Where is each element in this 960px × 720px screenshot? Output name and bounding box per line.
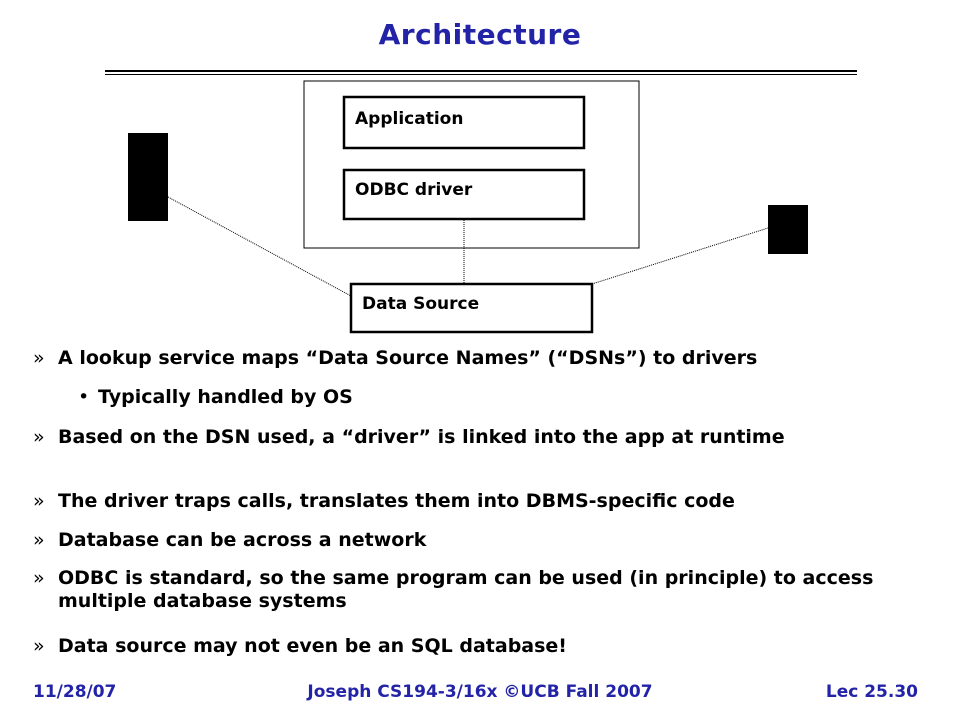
data-source-box xyxy=(349,282,594,334)
page-title: Architecture xyxy=(378,18,582,51)
bullet-text: The driver traps calls, translates them … xyxy=(58,490,735,512)
bullet-item: » Based on the DSN used, a “driver” is l… xyxy=(33,426,923,449)
sub-bullet-marker: • xyxy=(78,386,90,408)
odbc-driver-label: ODBC driver xyxy=(355,180,473,200)
sub-bullet-text: Typically handled by OS xyxy=(98,386,353,408)
title-rule-thin xyxy=(105,74,857,75)
odbc-driver-box xyxy=(342,168,586,221)
bullet-item: » Database can be across a network xyxy=(33,529,923,552)
bullet-text: ODBC is standard, so the same program ca… xyxy=(58,567,874,612)
bullet-marker: » xyxy=(33,567,45,589)
bullet-text: Database can be across a network xyxy=(58,529,427,551)
bullet-text: A lookup service maps “Data Source Names… xyxy=(58,347,758,369)
bullet-marker: » xyxy=(33,635,45,657)
bullet-text: Data source may not even be an SQL datab… xyxy=(58,635,567,657)
bullet-item: » A lookup service maps “Data Source Nam… xyxy=(33,347,923,370)
bullet-item: » ODBC is standard, so the same program … xyxy=(33,567,923,613)
footer-date: 11/28/07 xyxy=(33,682,117,702)
application-box xyxy=(342,95,586,150)
data-source-label: Data Source xyxy=(362,294,479,314)
bullet-item: » Data source may not even be an SQL dat… xyxy=(33,635,923,658)
host-machine-frame xyxy=(303,80,640,249)
title-rule-thick xyxy=(105,70,857,72)
bullet-text: Based on the DSN used, a “driver” is lin… xyxy=(58,426,785,448)
architecture-diagram: Application ODBC driver Data Source xyxy=(128,80,808,334)
footer-course: Joseph CS194-3/16x ©UCB Fall 2007 xyxy=(307,682,653,702)
left-server-block xyxy=(128,133,168,221)
bullet-marker: » xyxy=(33,347,45,369)
sub-bullet-item: • Typically handled by OS xyxy=(78,386,353,409)
application-label: Application xyxy=(355,109,463,129)
footer-slide-number: Lec 25.30 xyxy=(825,682,918,702)
bullet-marker: » xyxy=(33,490,45,512)
right-server-link xyxy=(591,227,769,285)
bullet-marker: » xyxy=(33,529,45,551)
left-server-link xyxy=(167,196,352,297)
right-server-block xyxy=(768,205,808,254)
bullet-item: » The driver traps calls, translates the… xyxy=(33,490,923,513)
bullet-marker: » xyxy=(33,426,45,448)
